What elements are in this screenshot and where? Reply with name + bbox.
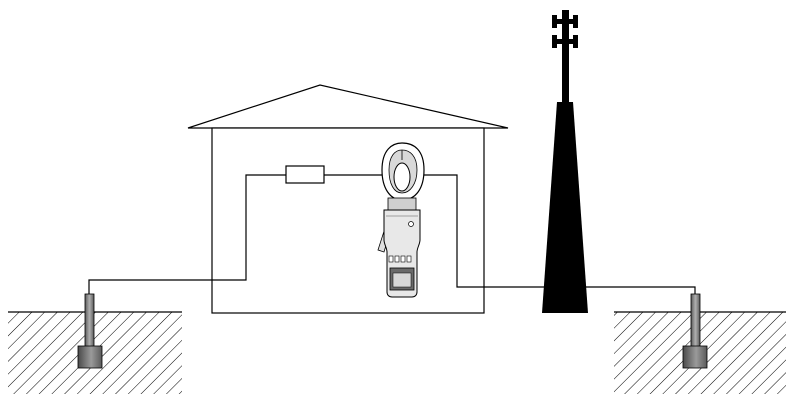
- resistor-icon: [285, 165, 325, 184]
- wiring: [88, 174, 696, 294]
- tower-antennas: [552, 15, 578, 48]
- wire-to-tower: [414, 174, 545, 288]
- building: [187, 84, 509, 314]
- meter-jaw-opening: [393, 162, 411, 192]
- ground-rod-right: [690, 293, 701, 351]
- ground-block-right: [682, 345, 708, 369]
- ground-rod-left: [84, 293, 95, 351]
- meter-buttons: [388, 255, 412, 263]
- clamp-meter-icon: [377, 142, 425, 298]
- tower-body: [542, 102, 588, 313]
- meter-display-screen: [392, 272, 412, 288]
- wire-right: [586, 286, 696, 294]
- ground-electrode-left: [77, 293, 103, 369]
- meter-neck: [387, 197, 417, 211]
- tower-mast: [562, 10, 569, 104]
- building-roof: [187, 84, 509, 129]
- meter-indicator: [408, 221, 414, 227]
- wire-left: [88, 174, 286, 294]
- ground-block-left: [77, 345, 103, 369]
- building-wall: [211, 127, 485, 314]
- telecom-tower-icon: [542, 10, 588, 313]
